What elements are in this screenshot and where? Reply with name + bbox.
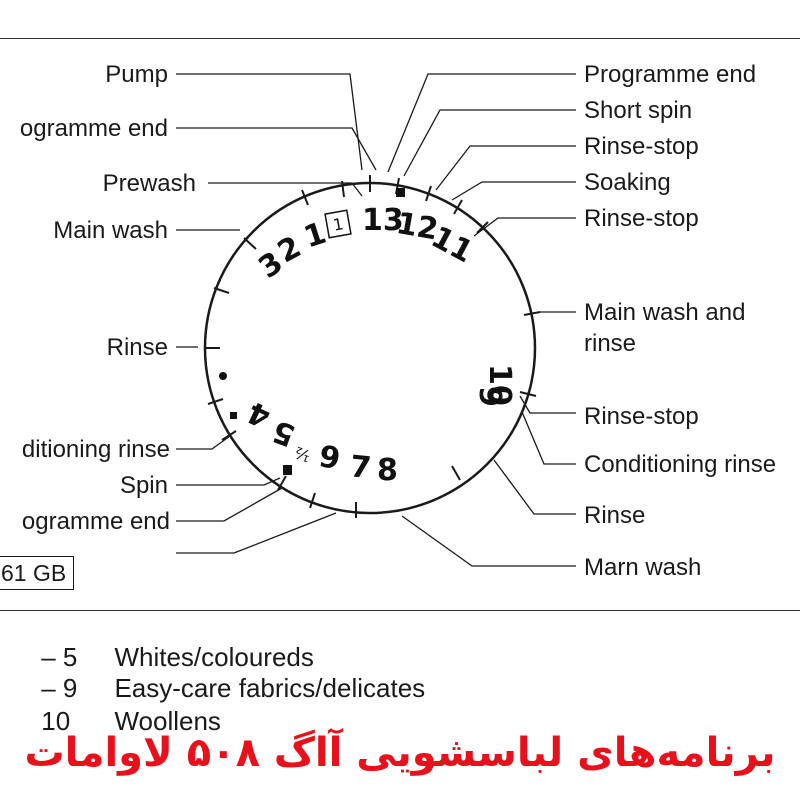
dial-num-6: 6 — [317, 436, 344, 474]
dial-num-1-boxed: 1 — [332, 214, 345, 234]
label-prewash: Prewash — [103, 170, 196, 197]
dial-num-5: 5 — [268, 413, 300, 453]
label-marn-wash: Marn wash — [584, 554, 701, 581]
legend-text-1: Whites/coloureds — [114, 642, 314, 672]
legend-range-1: – 5 — [41, 642, 78, 672]
label-main-wash: Main wash — [53, 217, 168, 244]
marker-12 — [396, 188, 405, 197]
model-tag: 61 GB — [0, 556, 74, 590]
dial-num-13: 13 — [362, 203, 404, 238]
dial-num-12: 12 — [394, 206, 441, 248]
right-leader-lines — [387, 73, 576, 567]
label-rinse-right: Rinse — [584, 502, 645, 529]
bottom-border-line — [0, 610, 800, 611]
dial-num-7: 7 — [348, 449, 372, 486]
dial-num-4: 4 — [242, 394, 276, 435]
label-programme-end: Programme end — [584, 61, 756, 88]
marker-4 — [230, 412, 237, 419]
label-rinse-stop-2: Rinse-stop — [584, 205, 699, 232]
label-rinse-left: Rinse — [107, 334, 168, 361]
marker-dot — [219, 372, 227, 380]
legend-row-2: – 9 Easy-care fabrics/delicates — [0, 673, 425, 704]
legend-text-3: Woollens — [114, 706, 221, 736]
label-rinse-stop-1: Rinse-stop — [584, 133, 699, 160]
left-leader-lines — [176, 73, 377, 554]
legend-row-3: 10 Woollens — [0, 706, 221, 737]
dial-num-1-box — [324, 209, 352, 239]
label-programme-end-top: ogramme end — [20, 115, 168, 142]
legend-row-1: – 5 Whites/coloureds — [0, 640, 314, 673]
label-conditioning-rinse-left: ditioning rinse — [22, 436, 170, 463]
persian-title: برنامه‌های لباسشویی آاگ ۵۰۸ لاوامات — [24, 730, 776, 776]
dial-num-8: 8 — [377, 453, 398, 488]
legend-range-2: – 9 — [41, 673, 78, 703]
legend-row-1-fragment — [0, 640, 6, 666]
label-rinse-stop-3: Rinse-stop — [584, 403, 699, 430]
dial-num-10: 10 — [482, 364, 517, 406]
label-main-wash-and-rinse: Main wash and — [584, 299, 745, 326]
label-soaking: Soaking — [584, 169, 671, 196]
label-pump: Pump — [105, 61, 168, 88]
dial-num-6-half: ½ — [292, 443, 313, 466]
legend-text-2: Easy-care fabrics/delicates — [114, 673, 426, 703]
top-border-line — [0, 38, 800, 39]
legend-range-3: 10 — [41, 706, 71, 736]
label-conditioning-rinse-right: Conditioning rinse — [584, 451, 776, 478]
label-short-spin: Short spin — [584, 97, 692, 124]
label-spin: Spin — [120, 472, 168, 499]
dial-num-9: 9 — [472, 386, 507, 407]
label-main-wash-and-rinse-cont: rinse — [584, 330, 636, 357]
label-programme-end-bottom: ogramme end — [22, 508, 170, 535]
marker-5 — [283, 465, 292, 475]
dial-ticks — [204, 175, 541, 518]
